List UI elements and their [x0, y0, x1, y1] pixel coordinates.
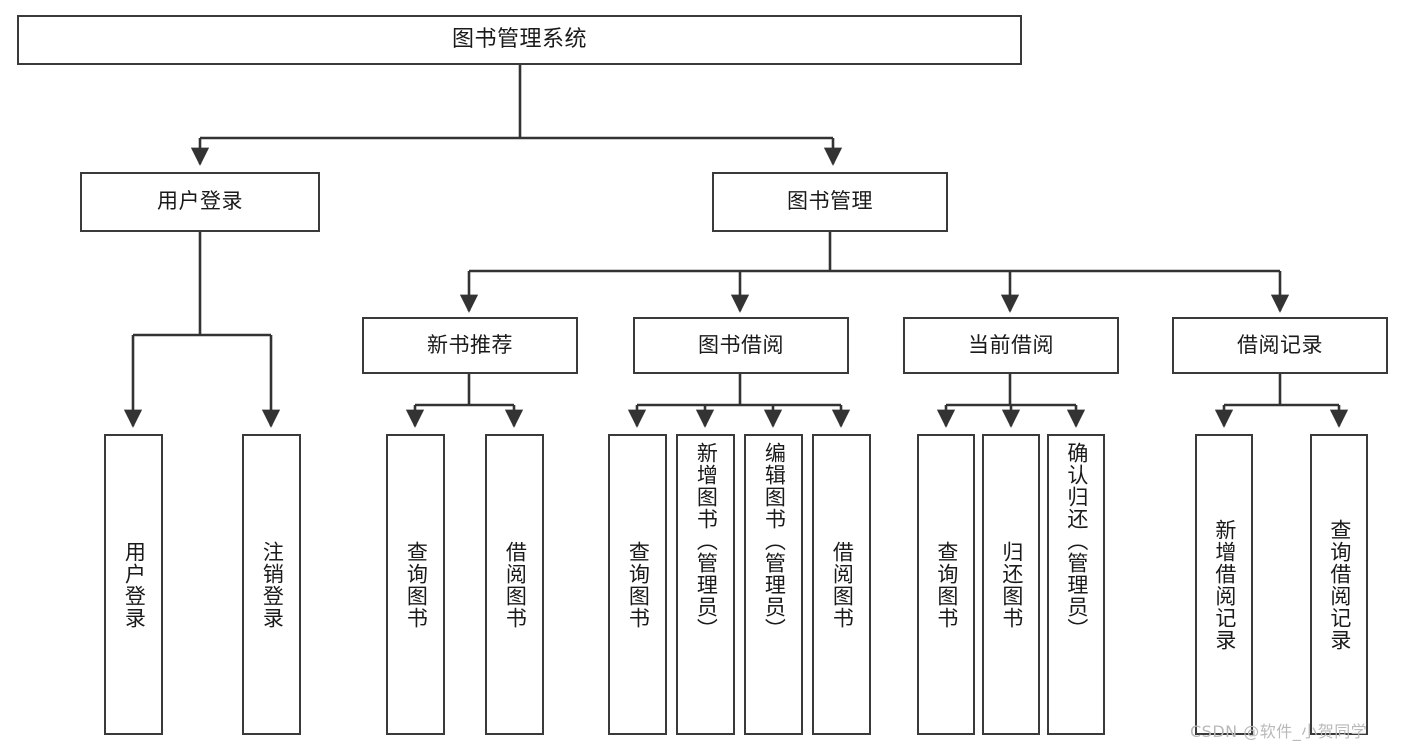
node-label: 当前借阅	[968, 332, 1054, 357]
node-leaf-borrow-book[interactable]: 借阅图书	[812, 434, 871, 735]
node-label: 确认归还（管理员）	[1064, 442, 1089, 640]
node-label: 图书管理系统	[451, 26, 587, 52]
node-leaf-edit-book[interactable]: 编辑图书（管理员）	[744, 434, 803, 735]
node-leaf-add-borrow-record[interactable]: 新增借阅记录	[1195, 434, 1253, 735]
node-book-borrow[interactable]: 图书借阅	[633, 317, 849, 374]
node-leaf-user-login[interactable]: 用户登录	[104, 434, 163, 735]
node-label: 借阅记录	[1237, 332, 1323, 357]
node-root-system[interactable]: 图书管理系统	[17, 15, 1022, 65]
node-label: 查询借阅记录	[1327, 518, 1352, 651]
node-label: 新增借阅记录	[1212, 518, 1237, 651]
node-label: 借阅图书	[830, 540, 855, 629]
node-label: 用户登录	[157, 189, 243, 214]
node-leaf-borrow-book-recommend[interactable]: 借阅图书	[485, 434, 544, 735]
node-label: 注销登录	[260, 540, 285, 629]
node-label: 归还图书	[999, 540, 1024, 629]
node-leaf-return-book[interactable]: 归还图书	[982, 434, 1040, 735]
node-label: 编辑图书（管理员）	[762, 442, 787, 640]
node-leaf-query-book-current[interactable]: 查询图书	[917, 434, 975, 735]
node-label: 查询图书	[404, 540, 429, 629]
csdn-watermark: CSDN @软件_小贺同学	[1190, 722, 1368, 741]
node-leaf-logout-login[interactable]: 注销登录	[242, 434, 301, 735]
node-label: 查询图书	[934, 540, 959, 629]
node-leaf-query-book-recommend[interactable]: 查询图书	[386, 434, 445, 735]
node-label: 借阅图书	[503, 540, 528, 629]
node-label: 用户登录	[122, 540, 147, 629]
node-current-borrow[interactable]: 当前借阅	[903, 317, 1119, 374]
node-label: 图书借阅	[698, 332, 784, 357]
node-leaf-add-book[interactable]: 新增图书（管理员）	[676, 434, 735, 735]
node-label: 图书管理	[787, 189, 873, 214]
node-leaf-confirm-return[interactable]: 确认归还（管理员）	[1047, 434, 1105, 735]
node-user-login[interactable]: 用户登录	[80, 172, 320, 232]
node-leaf-query-borrow-record[interactable]: 查询借阅记录	[1310, 434, 1368, 735]
node-label: 新增图书（管理员）	[694, 442, 719, 640]
node-label: 新书推荐	[427, 332, 513, 357]
node-new-book-recommend[interactable]: 新书推荐	[362, 317, 578, 374]
node-leaf-query-book-borrow[interactable]: 查询图书	[608, 434, 667, 735]
node-borrow-record[interactable]: 借阅记录	[1172, 317, 1388, 374]
node-label: 查询图书	[626, 540, 651, 629]
node-book-management[interactable]: 图书管理	[712, 172, 948, 232]
